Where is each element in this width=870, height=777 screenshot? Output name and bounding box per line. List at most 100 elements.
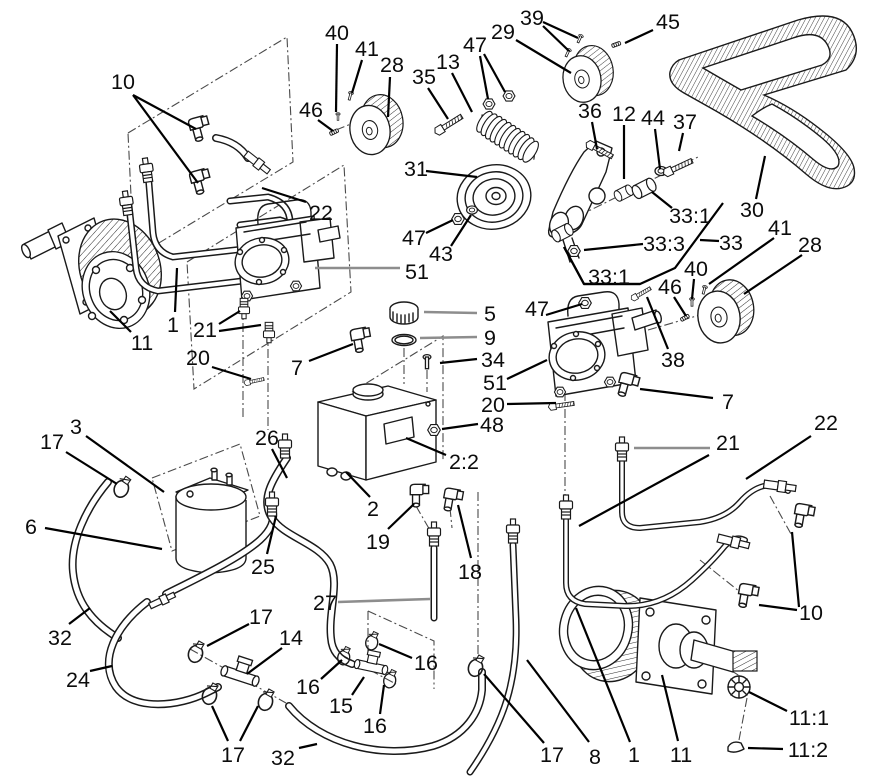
leader-line — [378, 642, 413, 660]
leader-line — [542, 20, 579, 40]
callout-17-43: 17 — [40, 430, 118, 485]
callout-label: 7 — [291, 356, 303, 380]
reservoir-tank-2 — [317, 301, 465, 514]
leader-line — [542, 25, 570, 52]
callout-label: 7 — [722, 390, 734, 414]
callout-47-70: 47 — [402, 219, 454, 250]
callout-label: 32 — [271, 746, 295, 770]
callout-17-39: 17 — [483, 673, 564, 767]
reservoir-cap-5 — [389, 301, 419, 325]
leader-line — [423, 310, 478, 315]
callout-7-32: 7 — [639, 387, 734, 414]
leader-line — [478, 55, 490, 100]
o-ring-9 — [391, 333, 417, 347]
callout-label: 33 — [719, 231, 743, 255]
leader-line — [425, 219, 454, 234]
callout-33-1-24: 33:1 — [563, 246, 640, 289]
leader-line — [337, 597, 431, 604]
leader-line — [745, 435, 812, 480]
leader-line — [350, 59, 364, 94]
leader-line — [483, 673, 545, 744]
leader-line — [68, 607, 91, 625]
callout-label: 30 — [740, 198, 764, 222]
callout-11-68: 11 — [109, 310, 153, 355]
leader-line — [132, 94, 199, 184]
callout-18-61: 18 — [456, 504, 482, 584]
callout-label: 15 — [329, 694, 353, 718]
leader-line — [583, 242, 644, 252]
callout-11-2-38: 11:2 — [747, 738, 828, 762]
leader-line — [419, 335, 478, 340]
callout-label: 24 — [66, 668, 90, 692]
leader-line — [298, 742, 318, 750]
callout-label: 41 — [355, 37, 379, 61]
callout-51-28: 51 — [483, 359, 548, 395]
callout-label: 33:3 — [643, 232, 685, 256]
callout-33-1-16: 33:1 — [651, 191, 711, 228]
pulley-28-left — [328, 90, 409, 159]
callout-label: 17 — [249, 605, 273, 629]
callout-33-18: 33 — [699, 231, 743, 255]
callout-label: 11 — [670, 743, 692, 767]
callout-label: 2:2 — [449, 450, 479, 474]
pulley-29 — [557, 33, 622, 106]
callout-label: 9 — [484, 326, 496, 350]
callout-10-36: 10 — [758, 531, 823, 625]
callout-37-14: 37 — [673, 110, 697, 152]
callout-32-51: 32 — [48, 607, 91, 650]
leader-line — [441, 422, 479, 431]
leader-line — [574, 607, 632, 743]
hoses-and-lines — [68, 433, 817, 776]
leader-line — [708, 237, 775, 285]
callout-40-1: 40 — [325, 21, 349, 113]
leader-line — [308, 342, 354, 363]
leader-line — [526, 659, 590, 743]
leader-line — [334, 43, 339, 113]
leader-line — [483, 53, 506, 93]
leader-line — [427, 87, 449, 120]
leader-line — [660, 674, 680, 742]
leader-line — [265, 515, 278, 555]
callout-label: 35 — [412, 65, 436, 89]
callout-label: 51 — [483, 371, 507, 395]
callout-label: 22 — [309, 201, 333, 225]
callout-label: 29 — [491, 20, 515, 44]
leader-line — [218, 310, 241, 325]
callout-51-65: 51 — [315, 260, 429, 284]
leader-line — [210, 705, 230, 742]
callout-3-44: 3 — [70, 415, 165, 493]
callout-label: 28 — [380, 53, 404, 77]
leader-line — [651, 191, 673, 209]
callout-label: 18 — [458, 560, 482, 584]
leader-line — [690, 278, 696, 300]
leader-line — [89, 664, 113, 673]
tension-spring-13 — [432, 90, 539, 163]
leader-line — [378, 684, 386, 715]
callout-11-1-37: 11:1 — [748, 691, 829, 730]
callout-label: 5 — [484, 302, 496, 326]
callout-47-23: 47 — [525, 297, 583, 321]
callout-1-41: 1 — [574, 607, 640, 767]
callout-12-12: 12 — [612, 102, 636, 179]
callout-28-20: 28 — [743, 233, 822, 295]
callout-label: 20 — [186, 346, 210, 370]
callout-label: 22 — [814, 411, 838, 435]
pulley-28-right — [679, 275, 760, 347]
callout-35-5: 35 — [412, 65, 449, 120]
shaft-key-11-2 — [727, 741, 745, 753]
leader-line — [425, 169, 478, 179]
leader-line — [132, 94, 197, 130]
callout-label: 1 — [628, 743, 640, 767]
callout-label: 11:2 — [788, 738, 828, 762]
callout-label: 31 — [404, 157, 428, 181]
callout-22-66: 22 — [261, 186, 333, 225]
callout-label: 37 — [673, 110, 697, 134]
callout-label: 46 — [658, 275, 682, 299]
callout-20-29: 20 — [481, 393, 557, 417]
callout-10-0: 10 — [111, 70, 199, 184]
callout-16-58: 16 — [378, 642, 438, 675]
leader-line — [345, 471, 371, 498]
leader-line — [545, 302, 583, 317]
